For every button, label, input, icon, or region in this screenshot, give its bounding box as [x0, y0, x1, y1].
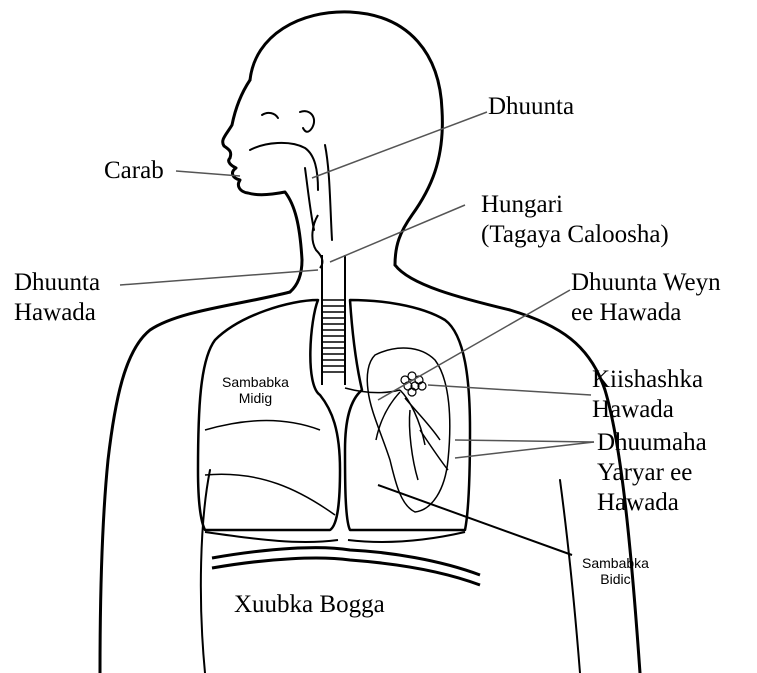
- label-sambabka-midig-line-2: Midig: [222, 390, 289, 406]
- label-dhuunta-weyn: Dhuunta Weyn ee Hawada: [571, 268, 721, 328]
- bronchiole-3: [409, 410, 418, 480]
- label-dhuunta: Dhuunta: [488, 92, 574, 122]
- face-profile: [223, 80, 302, 260]
- torso-left-inner: [201, 470, 210, 673]
- diaphragm-top-right: [348, 532, 465, 542]
- diaphragm-top: [205, 532, 338, 542]
- trachea-rings: [322, 300, 345, 372]
- label-xuubka-bogga: Xuubka Bogga: [234, 590, 385, 620]
- label-dhuunta-hawada-line-2: Hawada: [14, 298, 100, 328]
- leader-dhuumaha-1: [455, 440, 594, 442]
- leader-lines: [120, 112, 594, 458]
- label-hungari-line-2: (Tagaya Caloosha): [481, 220, 669, 250]
- label-dhuumaha: Dhuumaha Yaryar ee Hawada: [597, 428, 707, 518]
- label-dhuunta-hawada-line-1: Dhuunta: [14, 268, 100, 298]
- leader-carab: [176, 171, 240, 176]
- right-lung-fissure-2: [205, 474, 335, 515]
- label-kiishashka-line-1: Kiishashka: [592, 365, 703, 395]
- bronchiole-4: [420, 430, 448, 470]
- neck-left: [290, 260, 302, 292]
- label-kiishashka-line-2: Hawada: [592, 395, 703, 425]
- label-dhuumaha-line-2: Yaryar ee: [597, 458, 707, 488]
- label-dhuunta-weyn-line-2: ee Hawada: [571, 298, 721, 328]
- leader-hungari: [330, 205, 465, 262]
- right-lung-fissure-1: [205, 421, 320, 430]
- label-dhuumaha-line-3: Hawada: [597, 488, 707, 518]
- leader-dhuunta: [312, 112, 487, 178]
- label-carab: Carab: [104, 156, 164, 186]
- label-sambabka-bidic: Sambabka Bidic: [582, 555, 649, 587]
- leader-dhuumaha-2: [455, 442, 594, 458]
- label-sambabka-bidic-line-1: Sambabka: [582, 555, 649, 571]
- leader-sambabka-bidic: [378, 485, 572, 555]
- leader-dhuunta-hawada: [120, 270, 318, 285]
- eye: [262, 113, 278, 118]
- label-dhuunta-hawada: Dhuunta Hawada: [14, 268, 100, 328]
- label-hungari: Hungari (Tagaya Caloosha): [481, 190, 669, 250]
- pharynx-back: [325, 145, 332, 240]
- left-lung-cutaway: [367, 348, 450, 512]
- ear: [300, 111, 314, 132]
- label-dhuunta-weyn-line-1: Dhuunta Weyn: [571, 268, 721, 298]
- leader-kiishashka: [428, 385, 591, 395]
- label-sambabka-midig: Sambabka Midig: [222, 374, 289, 406]
- label-hungari-line-1: Hungari: [481, 190, 669, 220]
- label-sambabka-bidic-line-2: Bidic: [582, 571, 649, 587]
- label-dhuumaha-line-1: Dhuumaha: [597, 428, 707, 458]
- right-lung: [198, 300, 340, 530]
- label-sambabka-midig-line-1: Sambabka: [222, 374, 289, 390]
- torso-right-inner: [560, 480, 580, 673]
- label-kiishashka: Kiishashka Hawada: [592, 365, 703, 425]
